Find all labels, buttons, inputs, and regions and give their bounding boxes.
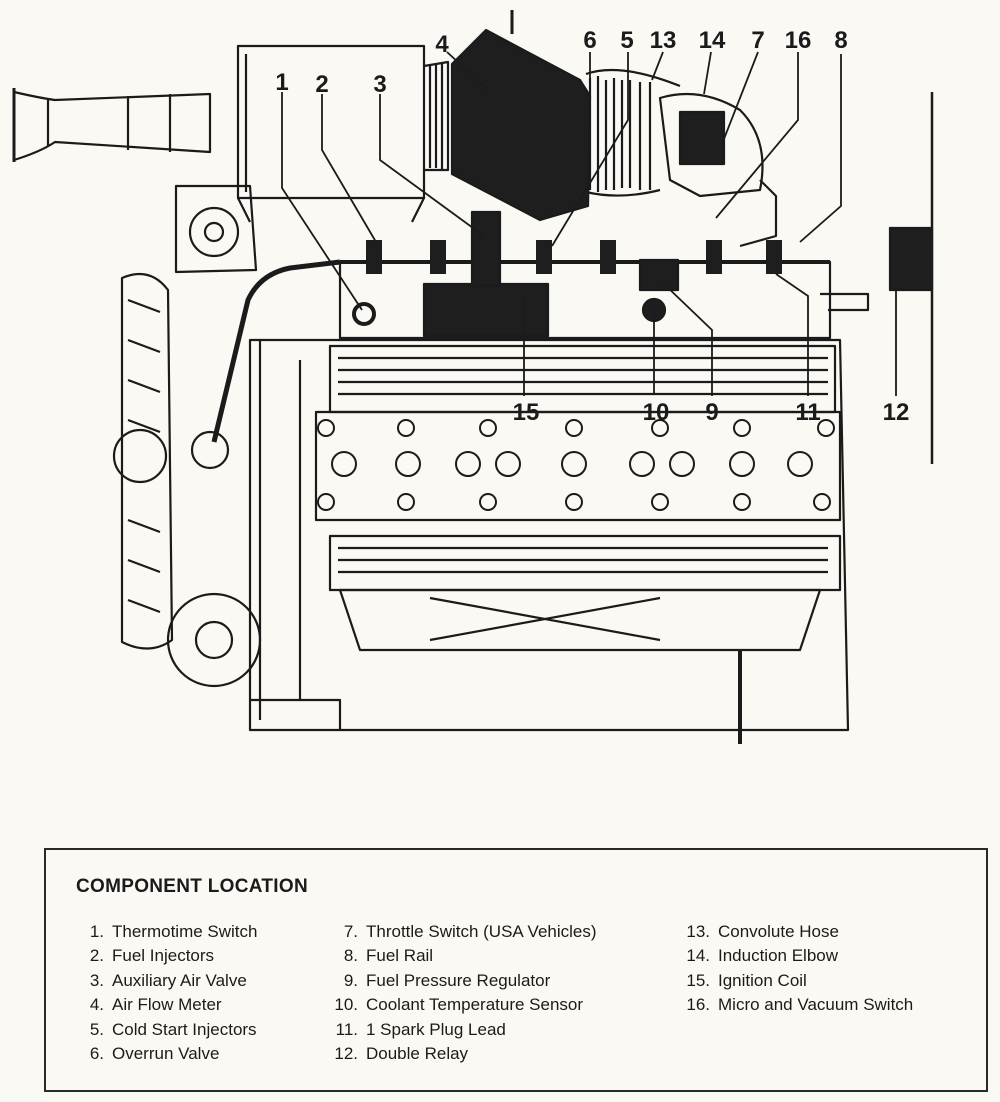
intake-manifold — [338, 260, 832, 340]
legend-label: Auxiliary Air Valve — [112, 970, 247, 990]
callout-8: 8 — [834, 27, 847, 54]
fuel-injectors — [366, 240, 782, 274]
callout-16: 16 — [785, 27, 812, 54]
legend-label: Air Flow Meter — [112, 995, 222, 1015]
callout-4: 4 — [435, 31, 449, 58]
legend-number: 14. — [686, 946, 710, 966]
legend-label: Throttle Switch (USA Vehicles) — [366, 922, 597, 941]
callout-12: 12 — [883, 399, 910, 426]
engine-block — [248, 338, 850, 732]
legend-label: Overrun Valve — [112, 1043, 220, 1063]
legend-number: 11. — [335, 1019, 358, 1039]
legend-label: Fuel Pressure Regulator — [366, 970, 551, 990]
callout-7: 7 — [751, 27, 764, 54]
legend-label: Induction Elbow — [718, 946, 839, 966]
legend-number: 10. — [334, 995, 358, 1015]
callout-5: 5 — [620, 27, 633, 54]
thermotime-switch — [352, 302, 376, 326]
air-flow-meter — [450, 28, 592, 222]
legend-label: 1 Spark Plug Lead — [366, 1019, 506, 1039]
callout-10: 10 — [643, 399, 670, 426]
legend-number: 13. — [686, 922, 710, 941]
callout-6: 6 — [583, 27, 596, 54]
ignition-coil — [422, 282, 550, 338]
callout-11: 11 — [795, 399, 820, 426]
callout-14: 14 — [699, 27, 726, 54]
air-intake-trumpet — [12, 88, 212, 162]
legend-label: Micro and Vacuum Switch — [718, 995, 914, 1015]
legend-number: 8. — [343, 946, 358, 966]
double-relay — [888, 226, 934, 292]
coolant-pipe — [211, 259, 341, 443]
legend-label: Thermotime Switch — [112, 922, 258, 941]
legend-number: 1. — [89, 922, 104, 941]
legend-number: 7. — [343, 922, 358, 941]
legend-number: 5. — [89, 1019, 104, 1039]
legend-label: Fuel Rail — [366, 946, 434, 966]
cam-cover-bolts — [317, 419, 835, 511]
pulley-upper — [188, 206, 240, 258]
engine-diagram: 1 2 3 4 6 5 13 14 7 16 8 15 10 9 11 12 — [12, 10, 934, 744]
leader-lines — [281, 51, 897, 396]
radiator-fan — [112, 272, 174, 650]
fuel-pressure-regulator — [638, 258, 680, 292]
legend-number: 2. — [89, 946, 104, 966]
legend-number: 9. — [343, 970, 358, 990]
legend-label: Convolute Hose — [718, 922, 839, 941]
legend-title: COMPONENT LOCATION — [76, 876, 308, 897]
legend-number: 3. — [89, 970, 104, 990]
legend-number: 12. — [334, 1043, 358, 1063]
legend-label: Fuel Injectors — [112, 946, 215, 966]
component-location-legend: COMPONENT LOCATION 1. Thermotime Switch 2… — [44, 848, 988, 1092]
callout-1: 1 — [275, 69, 288, 96]
callout-3: 3 — [373, 71, 386, 98]
legend-number: 4. — [89, 995, 104, 1015]
callout-13: 13 — [650, 27, 677, 54]
callout-9: 9 — [705, 399, 718, 426]
legend-label: Cold Start Injectors — [112, 1019, 257, 1039]
legend-number: 16. — [686, 995, 710, 1015]
callout-2: 2 — [315, 71, 328, 98]
legend-number: 15. — [686, 970, 710, 990]
engine-drawing — [12, 10, 934, 744]
legend-number: 6. — [89, 1043, 104, 1063]
pulley-lower — [166, 592, 262, 688]
legend-label: Double Relay — [366, 1043, 469, 1063]
induction-elbow — [658, 92, 778, 248]
legend-label: Ignition Coil — [718, 970, 807, 990]
callout-labels: 1 2 3 4 6 5 13 14 7 16 8 15 10 9 11 12 — [275, 27, 909, 426]
callout-15: 15 — [513, 399, 540, 426]
legend-label: Coolant Temperature Sensor — [366, 995, 584, 1015]
air-cleaner-box — [236, 44, 426, 200]
